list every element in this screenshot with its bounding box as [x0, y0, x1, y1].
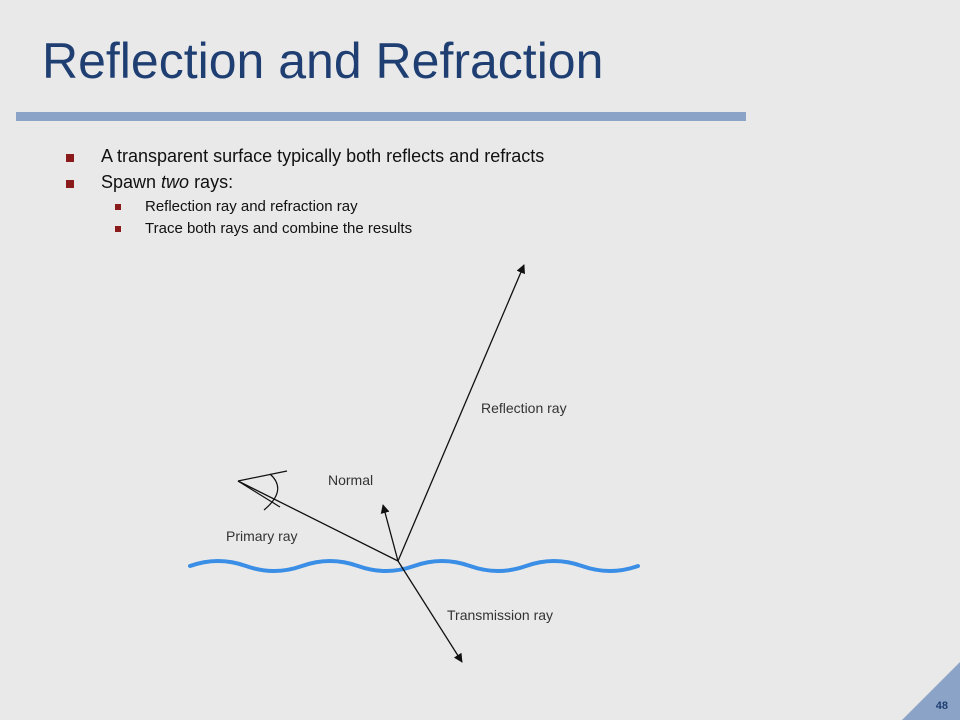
- normal-line: [380, 504, 399, 562]
- bullet-text: Reflection ray and refraction ray: [145, 198, 358, 215]
- sub-bullet-item: Trace both rays and combine the results: [115, 220, 413, 237]
- bullet-text-before: Spawn: [101, 172, 162, 192]
- primary-ray-line: [237, 480, 399, 562]
- bullet-text: A transparent surface typically both ref…: [101, 146, 545, 166]
- surface-wave: [188, 559, 640, 573]
- bullet-marker: [66, 154, 74, 162]
- bullet-text-italic: two: [161, 172, 190, 192]
- page-number: 48: [935, 700, 948, 712]
- bullet-item: A transparent surface typically both ref…: [66, 146, 545, 167]
- sub-bullet-item: Reflection ray and refraction ray: [115, 198, 358, 215]
- bullet-marker: [115, 204, 121, 210]
- bullet-text-after: rays:: [189, 172, 234, 192]
- slide-title: Reflection and Refraction: [42, 33, 604, 89]
- transmission-ray-line: [397, 560, 463, 663]
- title-rule: [16, 112, 746, 121]
- bullet-marker: [66, 180, 74, 188]
- bullet-item: Spawn two rays:: [66, 172, 234, 193]
- reflection-ray-label: Reflection ray: [481, 400, 567, 416]
- corner-triangle: [902, 662, 960, 720]
- normal-label: Normal: [328, 472, 373, 488]
- eye-icon: [237, 470, 288, 511]
- bullet-marker: [115, 226, 121, 232]
- bullet-text: Trace both rays and combine the results: [145, 220, 413, 237]
- reflection-ray-line: [397, 264, 525, 562]
- transmission-ray-label: Transmission ray: [447, 607, 553, 623]
- primary-ray-label: Primary ray: [226, 528, 298, 544]
